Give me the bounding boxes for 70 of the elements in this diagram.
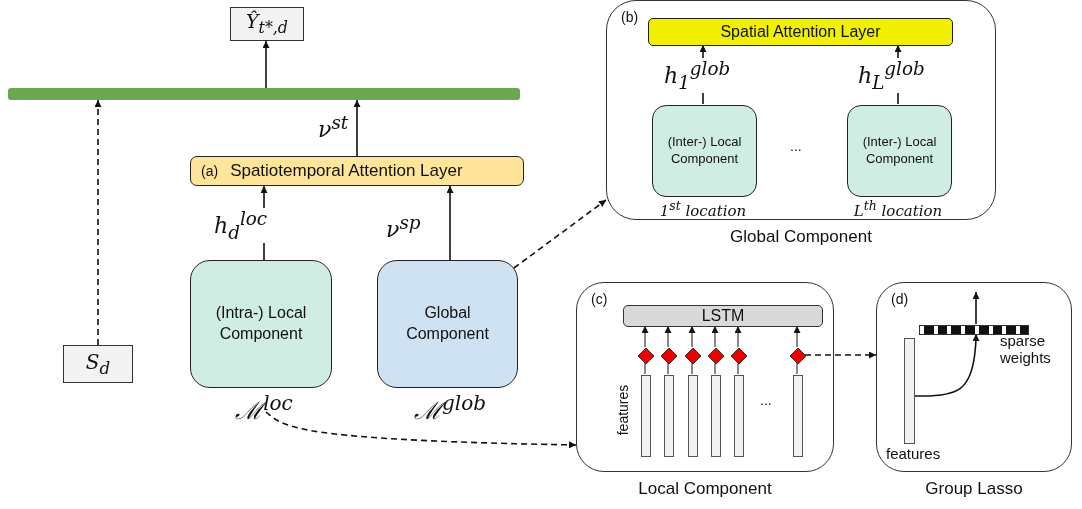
panel-tag: (b)	[621, 9, 639, 25]
component-box	[652, 105, 757, 197]
arrow	[972, 291, 980, 325]
connector	[644, 362, 646, 375]
ellipsis: ...	[790, 138, 802, 154]
gate-diamond	[731, 348, 747, 364]
input-box	[63, 345, 133, 383]
connector	[734, 325, 742, 348]
panel-title: Global Component	[729, 227, 873, 247]
node-caption: L$^{th}$ location	[852, 199, 944, 220]
axis-label: features	[615, 384, 632, 436]
box-label: (Inter-) Local Component	[666, 134, 743, 168]
connector	[913, 333, 980, 397]
connector	[513, 199, 607, 269]
gate-diamond	[790, 348, 806, 364]
lstm-box	[623, 305, 823, 327]
box-label: (Inter-) Local Component	[861, 134, 938, 168]
feature-bar	[688, 375, 698, 457]
gate-diamond	[638, 348, 654, 364]
node-caption: ℳ$^{loc}$	[234, 392, 294, 425]
connector	[664, 325, 672, 348]
connector	[94, 99, 102, 346]
panel-title: Group Lasso	[924, 479, 1024, 499]
component-box	[190, 260, 332, 388]
connector	[353, 99, 361, 157]
feature-bar	[904, 338, 915, 444]
node-caption: features	[886, 446, 942, 463]
connector	[265, 411, 577, 449]
panel-tag: (a)	[201, 163, 219, 179]
box-label: LSTM	[700, 305, 746, 326]
merge-bar	[8, 88, 520, 100]
node-caption: sparse weights	[1000, 333, 1052, 366]
connector	[691, 362, 693, 375]
math-symbol: S$_{d}$	[84, 348, 112, 380]
box-label: Global Component	[405, 303, 490, 344]
connector	[737, 362, 739, 375]
node-caption: 1$^{st}$ location	[658, 199, 748, 220]
gate-diamond	[661, 348, 677, 364]
panel-title: Local Component	[637, 479, 773, 499]
node-caption: ℳ$^{glob}$	[412, 392, 487, 425]
box-label: Spatial Attention Layer	[719, 21, 882, 42]
connector	[714, 362, 716, 375]
component-box	[847, 105, 952, 197]
gate-diamond	[708, 348, 724, 364]
feature-bar	[711, 375, 721, 457]
output-box	[230, 7, 304, 41]
sparse-weight-bar	[919, 325, 1029, 335]
ellipsis: ...	[760, 392, 772, 408]
connector	[796, 362, 798, 375]
gate-diamond	[685, 348, 701, 364]
layer-title: Spatiotemporal Attention Layer	[230, 161, 463, 181]
connector	[446, 185, 454, 261]
feature-bar	[793, 375, 803, 457]
feature-bar	[734, 375, 744, 457]
attention-layer-box	[190, 156, 524, 186]
feature-bar	[664, 375, 674, 457]
connector	[667, 362, 669, 375]
connector	[641, 325, 649, 348]
feature-bar	[641, 375, 651, 457]
connector	[711, 325, 719, 348]
panel-tag: (c)	[591, 291, 608, 307]
attention-layer-box	[648, 18, 953, 46]
component-box	[377, 260, 518, 388]
connector	[262, 40, 270, 89]
box-label: (Intra-) Local Component	[214, 303, 308, 344]
connector	[793, 325, 801, 348]
panel-tag: (d)	[891, 291, 909, 307]
connector	[688, 325, 696, 348]
connector	[804, 351, 877, 359]
math-symbol: Ŷ$_{t*,d}$	[245, 9, 289, 39]
